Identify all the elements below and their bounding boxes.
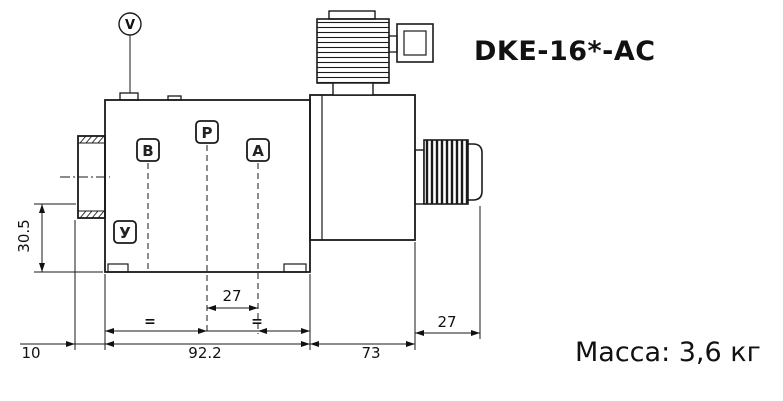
knob-knurl: [423, 139, 469, 205]
port-b-label: B: [142, 142, 153, 160]
port-y-label: У: [119, 224, 131, 242]
cable-gland-outer: [396, 23, 434, 63]
model-title: DKE-16*-AC: [474, 36, 656, 67]
port-p-label: P: [202, 124, 213, 142]
dim-27-knob-value: 27: [437, 313, 456, 331]
dimension-30-5: 30.5: [15, 203, 103, 273]
connector-neck: [332, 82, 374, 96]
dim-equal-arrow-3: [258, 328, 267, 334]
left-block-hatch: [79, 135, 105, 219]
dim-30-5-arrow-top: [39, 204, 45, 213]
dim-10-value: 10: [21, 344, 40, 362]
connector-cap: [328, 10, 376, 20]
body-foot-left: [107, 263, 129, 273]
dim-73-arrow-right: [406, 341, 415, 347]
vent-symbol-letter: V: [125, 18, 135, 33]
dim-equal-arrow-2: [198, 328, 207, 334]
manual-override-knob: [414, 139, 483, 205]
dim-27-knob-arrow-right: [471, 330, 480, 336]
port-a-label: A: [252, 142, 264, 160]
dimension-27-knob: 27: [415, 206, 481, 339]
dim-27-ports-value: 27: [222, 287, 241, 305]
solenoid: [309, 94, 416, 241]
dim-equal-arrow-4: [301, 328, 310, 334]
dimension-bottom-chain: 10 92.2 73: [20, 220, 416, 362]
port-marks: P B A У: [113, 120, 270, 244]
body-top-boss-left: [119, 92, 139, 101]
vent-symbol: V: [118, 12, 142, 93]
body-top-boss-right: [167, 95, 182, 101]
dim-27-knob-arrow-left: [415, 330, 424, 336]
dim-equal-left-mark: =: [144, 314, 156, 330]
dim-30-5-value: 30.5: [15, 219, 33, 252]
dim-equal-right-mark: =: [251, 314, 263, 330]
cable-gland-bridge: [388, 35, 398, 53]
dim-92-2-value: 92.2: [188, 344, 221, 362]
dim-27-ports-arrow-left: [207, 305, 216, 311]
dimension-27-ports: 27: [207, 287, 258, 311]
dim-73-arrow-left: [310, 341, 319, 347]
dimension-equal-spacing: = =: [105, 314, 310, 334]
knob-neck: [414, 149, 425, 205]
port-y-frame: [113, 220, 137, 244]
port-p-frame: [195, 120, 219, 144]
port-b-frame: [136, 138, 160, 162]
port-a-frame: [246, 138, 270, 162]
dim-73-value: 73: [361, 344, 380, 362]
dim-30-5-arrow-bottom: [39, 263, 45, 272]
knob-end-cap: [467, 143, 483, 201]
dim-10-92-arrow: [105, 341, 114, 347]
cable-gland-inner: [403, 30, 427, 56]
solenoid-outline: [309, 94, 416, 241]
body-foot-right: [283, 263, 307, 273]
electrical-connector: [316, 10, 434, 96]
dim-92-arrow-right: [301, 341, 310, 347]
dim-27-ports-arrow-right: [249, 305, 258, 311]
dim-equal-arrow-1: [105, 328, 114, 334]
dim-10-arrow-left: [66, 341, 75, 347]
mass-label: Масса: 3,6 кг: [575, 337, 761, 368]
connector-plug-body: [316, 18, 390, 84]
left-port-block: [77, 135, 106, 219]
port-axis-lines: [147, 145, 259, 334]
